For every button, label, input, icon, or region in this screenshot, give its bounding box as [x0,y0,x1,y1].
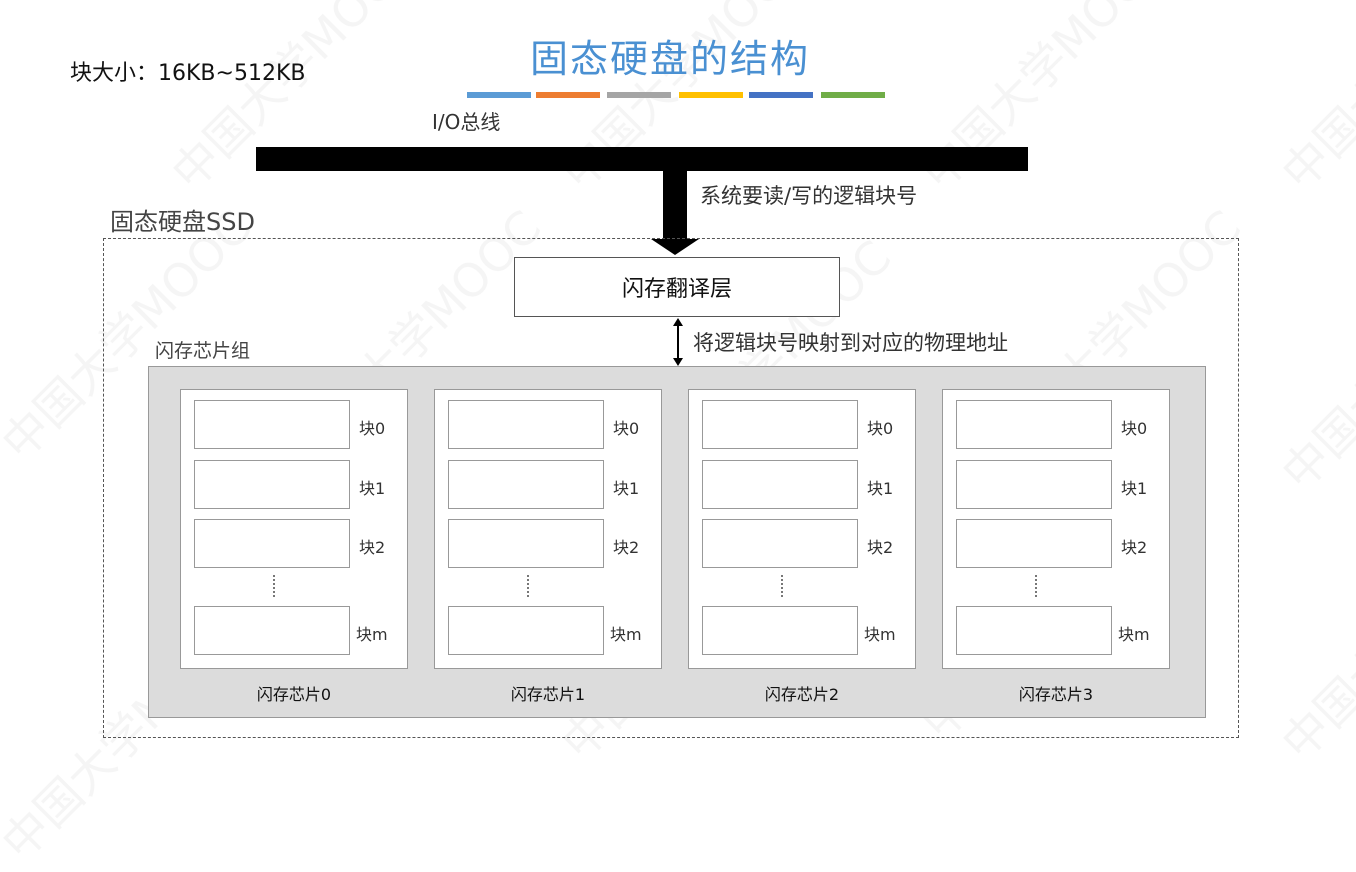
block-0 [194,400,350,449]
ssd-boundary [103,238,1239,738]
block-1 [448,460,604,509]
ftl-mapping-note: 将逻辑块号映射到对应的物理地址 [693,331,1008,355]
ftl-arrow-down-head [673,358,683,366]
ellipsis-dots [273,575,275,597]
ftl-arrow-line [677,324,679,360]
bus-arrow-head [651,239,699,255]
flash-chip-label: 闪存芯片1 [510,685,586,704]
block-label: 块0 [867,419,894,438]
block-label: 块m [610,625,642,644]
block-1 [956,460,1112,509]
block-label: 块2 [1121,538,1148,557]
flash-chip-label: 闪存芯片0 [256,685,332,704]
block-label: 块0 [1121,419,1148,438]
bus-arrow-stem [663,171,687,239]
block-2 [956,519,1112,568]
ellipsis-dots [527,575,529,597]
ellipsis-dots [1035,575,1037,597]
block-label: 块0 [613,419,640,438]
block-label: 块2 [359,538,386,557]
block-m [702,606,858,655]
watermark-text: 中国大学MOOC [1271,229,1356,501]
block-label: 块2 [613,538,640,557]
ftl-label: 闪存翻译层 [621,277,732,302]
block-m [448,606,604,655]
flash-chip-label: 闪存芯片3 [1018,685,1094,704]
flash-chip-1: 块0 块1 块2 块m [434,389,662,669]
color-strip-segment [821,92,885,98]
block-0 [956,400,1112,449]
block-0 [702,400,858,449]
block-1 [194,460,350,509]
flash-chip-0: 块0 块1 块2 块m [180,389,408,669]
block-label: 块m [1118,625,1150,644]
color-strip-segment [467,92,531,98]
flash-chip-label: 闪存芯片2 [764,685,840,704]
block-label: 块2 [867,538,894,557]
page-title: 固态硬盘的结构 [529,37,810,81]
block-label: 块1 [359,479,386,498]
flash-chip-3: 块0 块1 块2 块m [942,389,1170,669]
block-2 [448,519,604,568]
ftl-arrow-up-head [673,318,683,326]
chip-group-label: 闪存芯片组 [155,340,251,362]
io-bus-label: I/O总线 [432,110,501,134]
ssd-label: 固态硬盘SSD [110,208,255,236]
block-2 [702,519,858,568]
block-m [194,606,350,655]
block-size-note: 块大小：16KB~512KB [70,61,306,86]
color-strip-segment [749,92,813,98]
flash-chip-2: 块0 块1 块2 块m [688,389,916,669]
block-2 [194,519,350,568]
bus-arrow-note: 系统要读/写的逻辑块号 [700,184,918,208]
io-bus [256,147,1028,171]
watermark-text: 中国大学MOOC [1271,499,1356,771]
block-label: 块m [356,625,388,644]
block-label: 块0 [359,419,386,438]
ellipsis-dots [781,575,783,597]
block-1 [702,460,858,509]
block-m [956,606,1112,655]
flash-translation-layer: 闪存翻译层 [514,257,840,317]
color-strip-segment [607,92,671,98]
block-label: 块m [864,625,896,644]
color-strip-segment [679,92,743,98]
block-label: 块1 [1121,479,1148,498]
block-label: 块1 [613,479,640,498]
color-strip-segment [536,92,600,98]
block-label: 块1 [867,479,894,498]
block-0 [448,400,604,449]
